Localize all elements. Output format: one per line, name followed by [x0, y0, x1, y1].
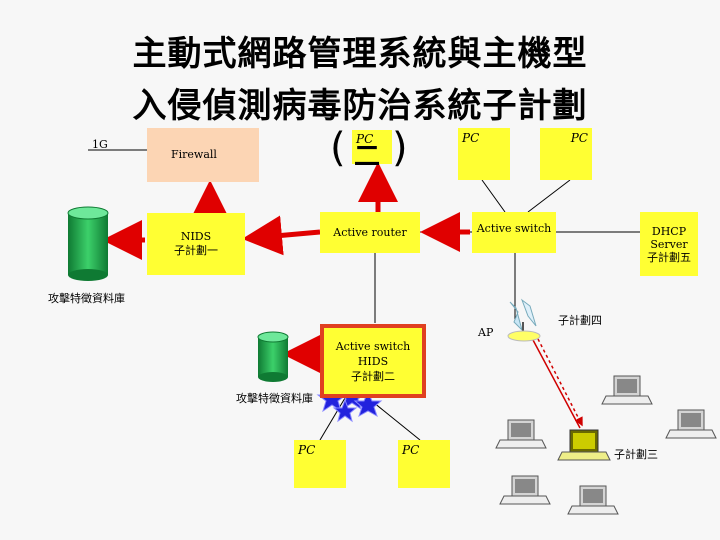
page-title-line2: 入侵偵測病毒防治系統子計劃 — [132, 86, 588, 126]
page-title-line1: 主動式網路管理系統與主機型 — [132, 34, 588, 74]
pc-bottom-label: PC — [402, 443, 420, 457]
computer-icon — [665, 409, 717, 439]
access-point-icon — [507, 298, 541, 342]
pc-top-right-a[interactable]: PC — [458, 128, 510, 180]
pc-infected[interactable]: PC — [294, 440, 346, 488]
computer-icon — [601, 375, 653, 405]
attack-db-label-2: 攻擊特徵資料庫 — [236, 392, 313, 405]
subplan-3-label: 子計劃三 — [614, 448, 658, 461]
pc-top-right-a-label: PC — [462, 131, 480, 145]
active-router-label: Active router — [333, 225, 407, 239]
pc-top-right-b[interactable]: PC — [540, 128, 592, 180]
pc-top-center-label: PC — [356, 132, 374, 146]
dhcp-server-label: Server — [650, 237, 688, 251]
hids-pc-line-a — [319, 397, 346, 441]
router-to-nids-arrow — [242, 215, 321, 256]
pc-top-center[interactable]: PC — [352, 130, 392, 164]
ap-dashed-link-2 — [537, 338, 583, 427]
computer-icon — [499, 475, 551, 505]
firewall-label: Firewall — [171, 148, 217, 161]
dhcp-subplan-label: 子計劃五 — [647, 250, 691, 264]
switch-pc-line-b — [527, 179, 571, 213]
firewall-box[interactable]: Firewall — [147, 128, 259, 182]
hids-label: HIDS — [357, 354, 389, 368]
nids-subplan-label: 子計劃一 — [174, 244, 218, 257]
active-switch-label: Active switch — [476, 222, 552, 235]
ap-dashed-link — [532, 339, 581, 429]
attack-db-label-1: 攻擊特徵資料庫 — [48, 292, 125, 305]
hids-subplan-label: 子計劃二 — [351, 369, 395, 383]
hids-switch-box[interactable]: Active switch HIDS 子計劃二 — [320, 324, 426, 398]
active-router-box[interactable]: Active router — [320, 212, 420, 253]
database-icon — [67, 206, 109, 281]
switch-pc-line-a — [481, 179, 506, 213]
active-switch-box[interactable]: Active switch — [472, 212, 556, 253]
database-icon — [257, 331, 289, 382]
dhcp-server-box[interactable]: DHCP Server 子計劃五 — [640, 212, 698, 276]
subplan-4-label: 子計劃四 — [558, 314, 602, 327]
pc-bottom[interactable]: PC — [398, 440, 450, 488]
nids-label: NIDS — [180, 230, 212, 243]
paren-open: ( — [330, 125, 346, 171]
computer-icon — [567, 485, 619, 515]
dhcp-label: DHCP — [651, 224, 687, 238]
paren-close: ) — [392, 125, 408, 171]
nids-box[interactable]: NIDS 子計劃一 — [147, 213, 245, 275]
paren-mark: 二 — [354, 142, 381, 172]
uplink-label: 1G — [92, 138, 108, 151]
pc-infected-label: PC — [298, 443, 316, 457]
pc-top-right-b-label: PC — [570, 131, 588, 145]
hids-switch-label: Active switch — [335, 339, 411, 353]
computer-icon — [495, 419, 547, 449]
computer-icon — [557, 429, 611, 461]
ap-label: AP — [478, 326, 494, 339]
